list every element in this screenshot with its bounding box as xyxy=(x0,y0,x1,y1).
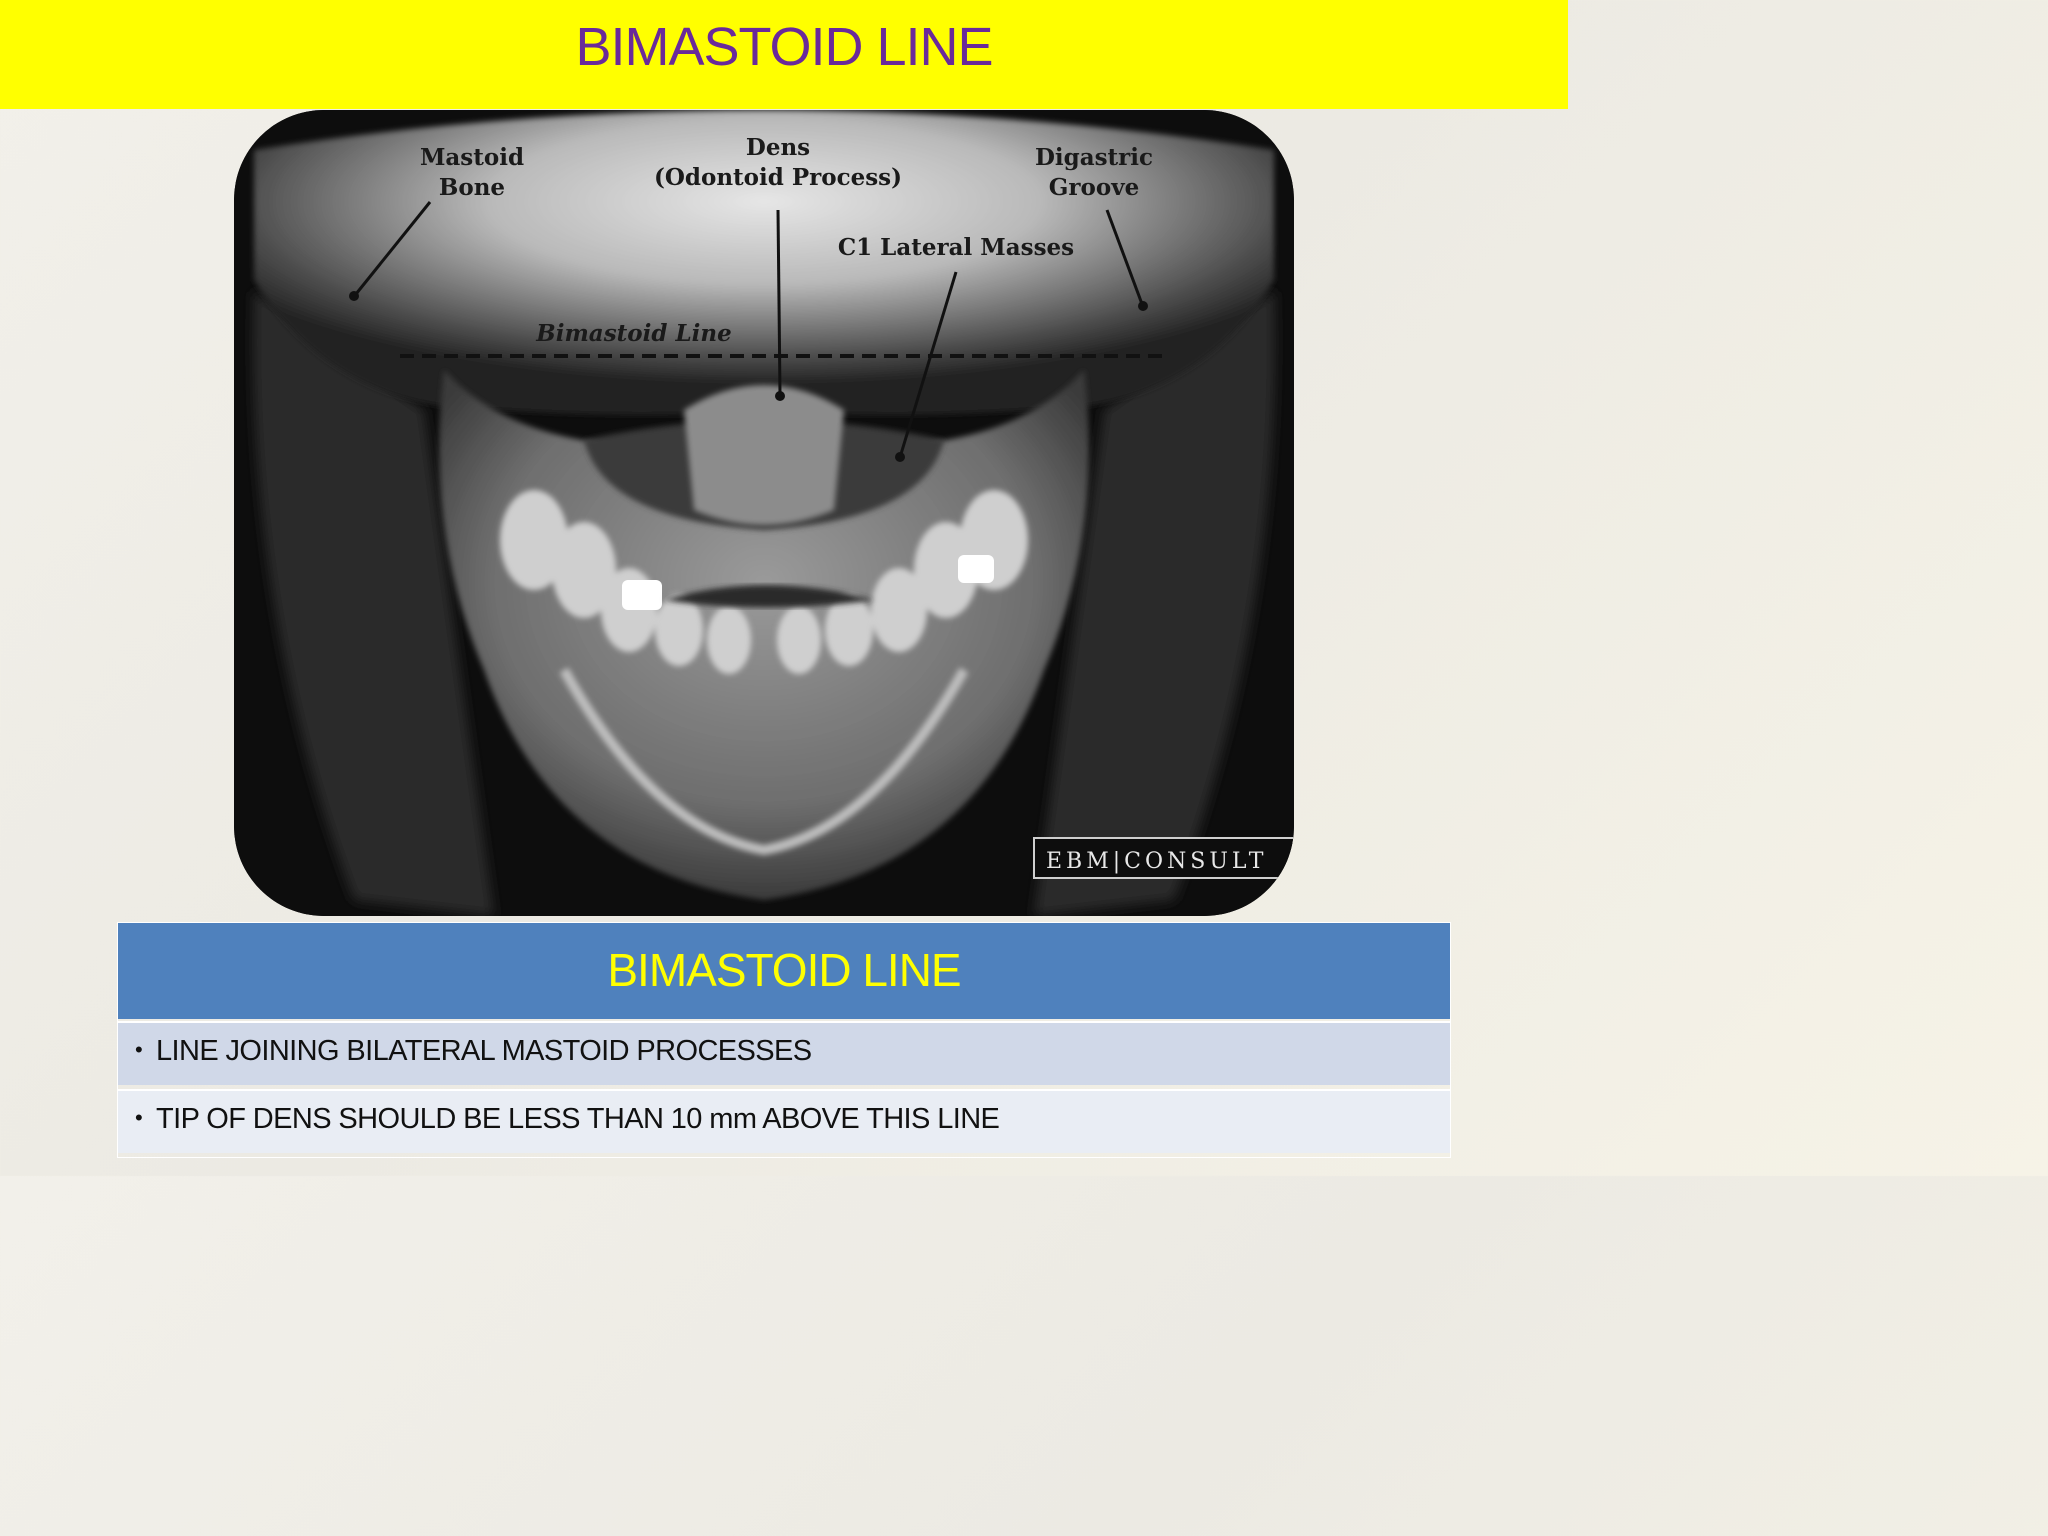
watermark-ebm-consult: EBM|CONSULT xyxy=(1046,849,1267,874)
dens-point xyxy=(775,391,785,401)
dens-pointer xyxy=(776,209,782,395)
label-mastoid-bone-line2: Bone xyxy=(439,174,505,201)
label-mastoid-bone-line1: Mastoid xyxy=(420,144,524,171)
table-header-title: BIMASTOID LINE xyxy=(607,944,961,996)
bullet: • xyxy=(135,1105,143,1130)
label-digastric-groove-line2: Groove xyxy=(1049,174,1139,201)
info-table: BIMASTOID LINE • LINE JOINING BILATERAL … xyxy=(117,922,1451,1158)
watermark-box xyxy=(1033,837,1294,879)
slide-title: BIMASTOID LINE xyxy=(575,17,993,77)
title-bar: BIMASTOID LINE xyxy=(0,0,1568,109)
xray-image-frame: Mastoid Bone Dens (Odontoid Process) Dig… xyxy=(234,110,1294,916)
table-row: • TIP OF DENS SHOULD BE LESS THAN 10 mm … xyxy=(118,1089,1450,1153)
digastric-pointer xyxy=(1105,209,1144,305)
table-row: • LINE JOINING BILATERAL MASTOID PROCESS… xyxy=(118,1021,1450,1085)
table-row-text: TIP OF DENS SHOULD BE LESS THAN 10 mm AB… xyxy=(156,1103,1000,1135)
table-row-text: LINE JOINING BILATERAL MASTOID PROCESSES xyxy=(156,1035,812,1067)
mastoid-pointer xyxy=(354,201,432,295)
table-header: BIMASTOID LINE xyxy=(118,923,1450,1019)
xray-figure: Mastoid Bone Dens (Odontoid Process) Dig… xyxy=(234,110,1294,916)
label-bimastoid-line: Bimastoid Line xyxy=(535,320,731,347)
label-dens-line1: Dens xyxy=(746,134,810,161)
bullet: • xyxy=(135,1037,143,1062)
label-dens-line2: (Odontoid Process) xyxy=(654,164,902,191)
mastoid-point xyxy=(349,291,359,301)
label-digastric-groove-line1: Digastric xyxy=(1035,144,1153,171)
c1-pointer xyxy=(899,271,958,455)
digastric-point xyxy=(1138,301,1148,311)
label-c1-lateral-masses: C1 Lateral Masses xyxy=(838,234,1074,261)
c1-point xyxy=(895,452,905,462)
